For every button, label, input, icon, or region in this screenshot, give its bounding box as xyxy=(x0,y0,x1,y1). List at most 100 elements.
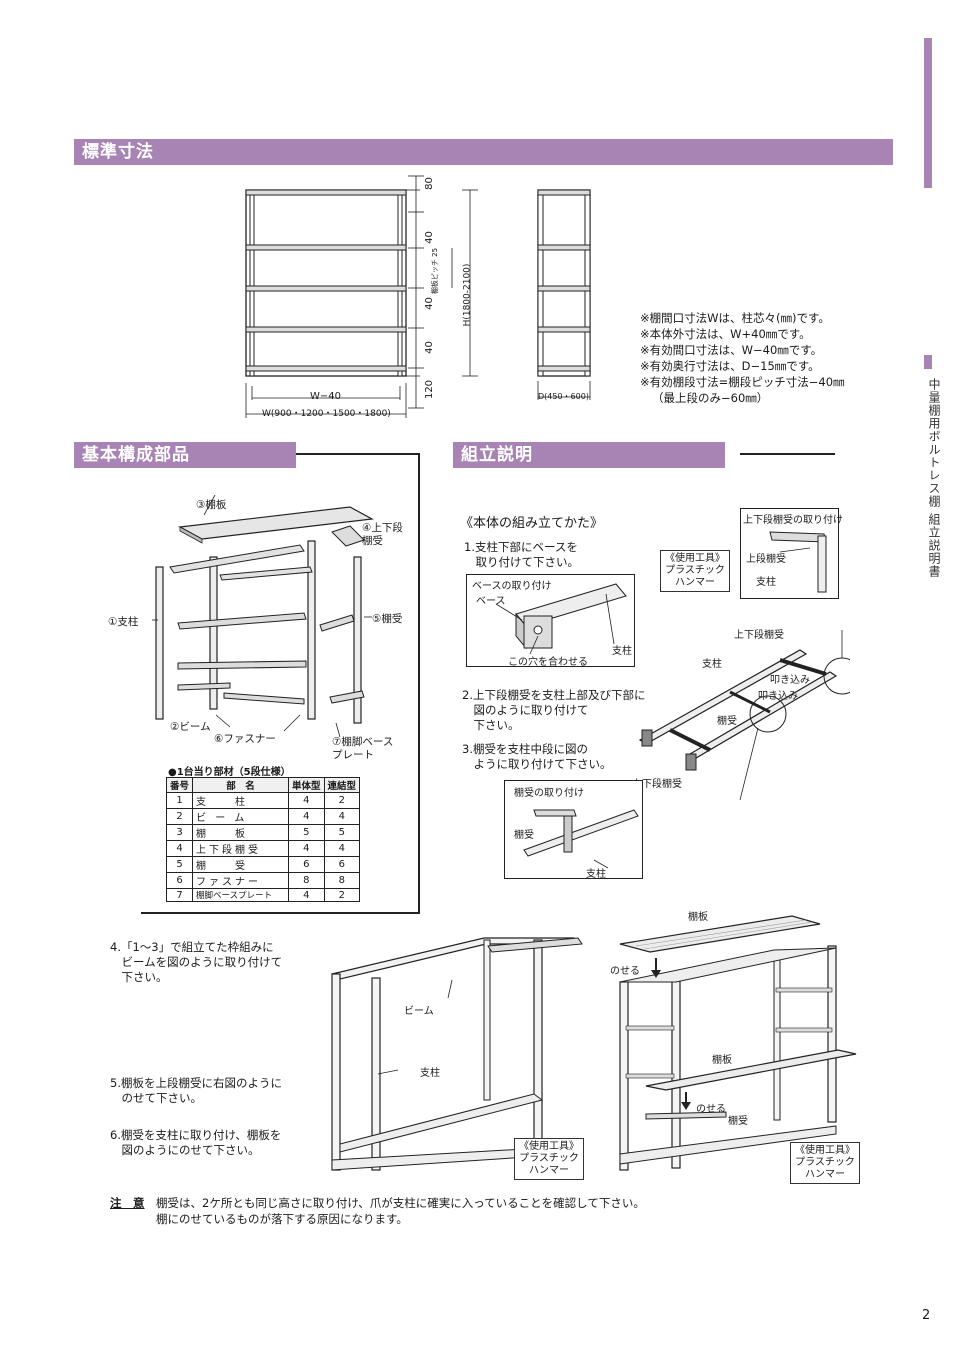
beam-frame-drawing xyxy=(331,937,583,1171)
cell: 4 xyxy=(323,840,361,857)
dim-inner-width: W−40 xyxy=(310,391,341,402)
cell: 4 xyxy=(288,840,325,857)
dim-depth: D(450・600) xyxy=(538,392,589,401)
place-label-2: のせる xyxy=(696,1104,726,1115)
caution-line-2: 棚にのせているものが落下する原因になります。 xyxy=(156,1212,408,1226)
col-single: 単体型 xyxy=(288,777,325,793)
support-box-title: 棚受の取り付け xyxy=(514,788,584,799)
cell: 7 xyxy=(165,888,194,902)
front-elevation-drawing xyxy=(245,175,478,418)
callout-shelf: ③棚板 xyxy=(196,499,227,511)
cell: 2 xyxy=(323,888,361,902)
caution-line-1: 棚受は、2ケ所とも同じ高さに取り付け、爪が支柱に確実に入っていることを確認して下… xyxy=(156,1196,645,1210)
callout-support: ⑤棚受 xyxy=(372,613,403,625)
side-elevation-drawing xyxy=(537,189,591,400)
drive-in-label-1: 叩き込み xyxy=(770,675,810,686)
cell: 4 xyxy=(323,808,361,825)
cell: 2 xyxy=(165,808,194,825)
cell: 棚 板 xyxy=(192,824,290,841)
base-attach-detail xyxy=(466,574,635,667)
dim-pitch-note: 棚板ピッチ 25 xyxy=(431,247,440,295)
section-assembly: 組立説明 xyxy=(453,442,725,468)
page-number: 2 xyxy=(922,1308,931,1323)
dim-height-range: H(1800-2100) xyxy=(462,263,473,327)
cell: 1 xyxy=(165,792,194,809)
dim-note-3: ※有効間口寸法は、W−40㎜です。 xyxy=(640,343,823,357)
assembly-step-1: 1.支柱下部にベースを 取り付けて下さい。 xyxy=(464,540,579,569)
tool-box-2: 《使用工具》 プラスチック ハンマー xyxy=(514,1138,584,1180)
support-box-label: 棚受 xyxy=(514,830,534,841)
cell: ビ ー ム xyxy=(192,808,290,825)
place-label-1: のせる xyxy=(610,966,640,977)
dim-note-5: ※有効棚段寸法=棚段ピッチ寸法−40㎜ xyxy=(640,375,845,389)
cell: 4 xyxy=(288,888,325,902)
base-label: ベース xyxy=(476,596,506,607)
cell: 支 柱 xyxy=(192,792,290,809)
cell: 4 xyxy=(288,808,325,825)
dim-note-6: （最上段のみ−60㎜） xyxy=(652,391,769,405)
frame-support-label: 棚受 xyxy=(717,716,737,727)
shelf-support-label: 棚受 xyxy=(728,1116,748,1127)
callout-post: ①支柱 xyxy=(108,616,139,628)
drive-in-label-2: 叩き込み xyxy=(758,691,798,702)
support-box-post-label: 支柱 xyxy=(586,869,606,880)
shelf-label-1: 棚板 xyxy=(688,912,708,923)
tool-box-3: 《使用工具》 プラスチック ハンマー xyxy=(790,1142,860,1184)
caution-label: 注 意 xyxy=(110,1196,145,1210)
dim-note-4: ※有効奥行寸法は、D−15㎜です。 xyxy=(640,359,820,373)
dim-outer-width: W(900・1200・1500・1800) xyxy=(262,409,391,419)
cell: 5 xyxy=(165,856,194,873)
callout-base-plate: ⑦棚脚ベース プレート xyxy=(332,736,394,761)
dim-pitch-2: 40 xyxy=(423,297,435,310)
cell: 6 xyxy=(288,856,325,873)
cell: 5 xyxy=(323,824,361,841)
side-tab-label: 中量棚用ボルトレス棚 組立説明書 xyxy=(927,378,941,578)
section-standard-dimensions: 標準寸法 xyxy=(74,139,893,165)
dim-note-2: ※本体外寸法は、W+40㎜です。 xyxy=(640,327,811,341)
shelf-placement-drawing xyxy=(619,915,857,1171)
parts-exploded-drawing xyxy=(152,495,374,738)
cell: 棚 受 xyxy=(192,856,290,873)
cell: 2 xyxy=(323,792,361,809)
upper-lower-detail xyxy=(740,508,839,599)
step-6: 6.棚受を支柱に取り付け、棚板を 図のようにのせて下さい。 xyxy=(110,1128,282,1157)
frame-post-label: 支柱 xyxy=(702,659,722,670)
callout-fastener: ⑥ファスナー xyxy=(214,733,276,745)
cell: 8 xyxy=(288,872,325,889)
step-4: 4.「1〜3」で組立てた枠組みに ビームを図のように取り付けて 下さい。 xyxy=(110,940,283,984)
beam-post-label: 支柱 xyxy=(420,1068,440,1079)
tool-box-1: 《使用工具》 プラスチック ハンマー xyxy=(660,550,730,592)
assembly-heading: 《本体の組み立てかた》 xyxy=(460,516,604,531)
assembly-step-3: 3.棚受を支柱中段に図の ように取り付けて下さい。 xyxy=(462,742,612,771)
side-tab-bar-mid xyxy=(924,355,932,369)
cell: 3 xyxy=(165,824,194,841)
cell: 上下段棚受 xyxy=(192,840,290,857)
parts-table-caption: ●1台当り部材（5段仕様） xyxy=(168,767,291,778)
dim-bottom-gap: 120 xyxy=(424,379,436,400)
cell: ファスナー xyxy=(192,872,290,889)
dim-pitch-1: 40 xyxy=(423,231,435,244)
side-tab-bar-top xyxy=(924,38,932,188)
cell: 6 xyxy=(323,856,361,873)
base-box-title: ベースの取り付け xyxy=(472,581,552,592)
upper-lower-title: 上下段棚受の取り付け xyxy=(743,515,843,526)
callout-upper-lower-support: ④上下段 棚受 xyxy=(362,522,403,547)
cell: 4 xyxy=(165,840,194,857)
upper-lower-label: 上下段棚受 xyxy=(734,630,784,641)
base-align-note: この穴を合わせる xyxy=(508,657,588,668)
beam-label: ビーム xyxy=(404,1006,434,1017)
upper-lower-label-2: 上下段棚受 xyxy=(632,779,682,790)
frame-assembly-drawing xyxy=(638,630,850,800)
assembly-step-2: 2.上下段棚受を支柱上部及び下部に 図のように取り付けて 下さい。 xyxy=(462,688,646,732)
base-post-label: 支柱 xyxy=(612,646,632,657)
shelf-label-2: 棚板 xyxy=(712,1055,732,1066)
dim-note-1: ※棚間口寸法Wは、柱芯々(㎜)です。 xyxy=(640,311,830,325)
col-connected: 連結型 xyxy=(323,777,361,793)
